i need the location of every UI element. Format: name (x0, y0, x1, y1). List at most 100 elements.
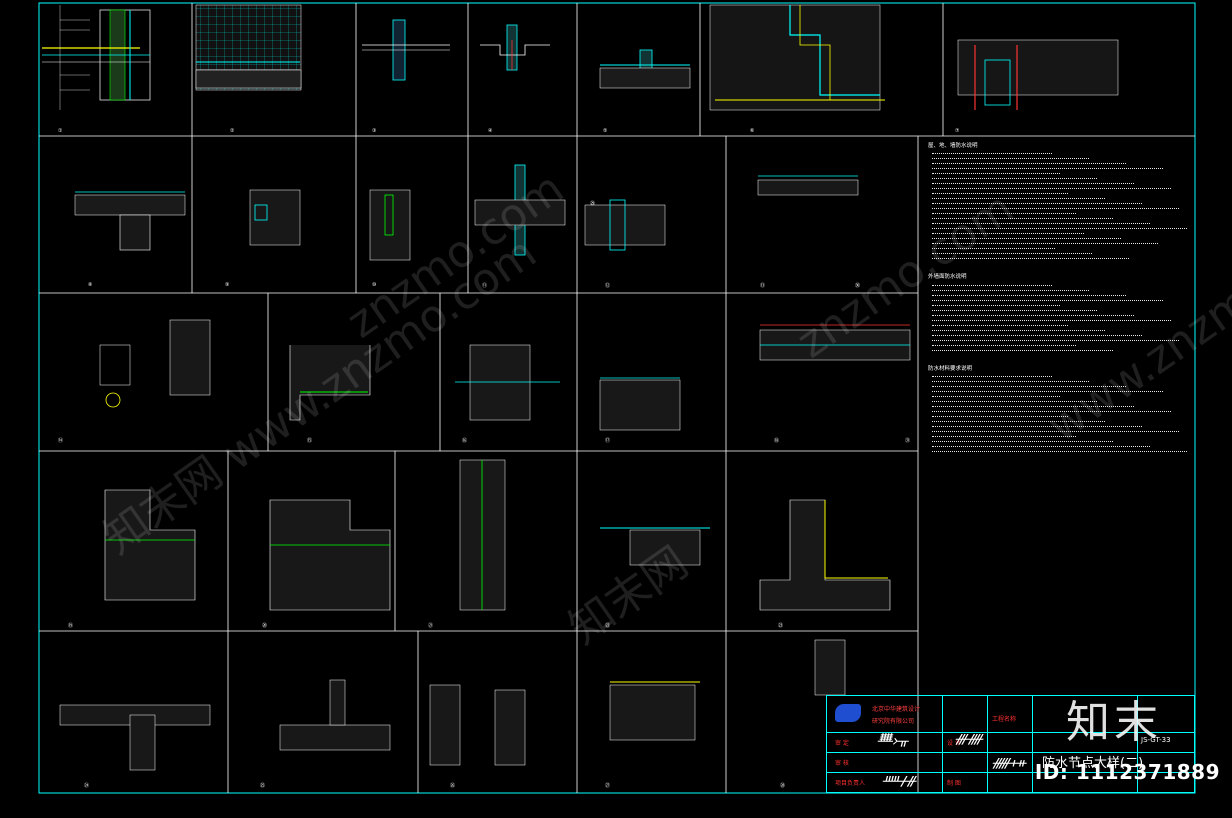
note-line (932, 208, 1179, 210)
detail-19 (104, 489, 196, 601)
detail-caption: ⑨ (225, 282, 230, 288)
detail-caption: ⑱ (774, 438, 780, 444)
design-label: 设 计 (947, 740, 961, 747)
note-line (932, 416, 1068, 418)
detail-caption: ㉛ (905, 438, 911, 444)
notes-heading-3: 防水材料要求说明 (928, 365, 973, 372)
review-label: 审 定 (835, 740, 849, 747)
draw-label: 制 图 (947, 780, 961, 787)
note-line (932, 173, 1060, 175)
detail-12 (584, 199, 666, 251)
note-line (932, 334, 1142, 337)
note-line (932, 386, 1126, 388)
note-line (932, 349, 1113, 352)
note-line (932, 441, 1113, 443)
detail-caption: ⑰ (605, 438, 611, 444)
detail-caption: ㉖ (450, 783, 456, 789)
drawing-title: 防水节点大样(二) (1042, 756, 1144, 771)
detail-caption: ㉑ (428, 623, 434, 629)
signature-4: ᚏᚐᚑ (992, 756, 1026, 771)
detail-4 (480, 24, 550, 71)
company-logo (835, 704, 861, 722)
note-line (932, 376, 1052, 378)
note-line (932, 294, 1126, 297)
note-line (932, 178, 1097, 180)
detail-23 (759, 499, 891, 611)
detail-16 (455, 344, 560, 421)
detail-3 (362, 19, 450, 81)
detail-caption: ㉘ (780, 783, 786, 789)
note-line (932, 183, 1134, 185)
note-line (932, 451, 1187, 453)
note-line (932, 426, 1142, 428)
note-line (932, 218, 1113, 220)
detail-caption: ⑳ (262, 623, 268, 629)
note-line (932, 436, 1076, 438)
detail-17 (599, 377, 681, 431)
detail-caption: ⑩ (372, 282, 377, 288)
detail-caption: ⑬ (760, 283, 766, 289)
note-line (932, 411, 1171, 413)
note-line (932, 153, 1052, 155)
detail-26 (429, 684, 526, 766)
note-line (932, 381, 1089, 383)
detail-caption: ㉒ (605, 623, 611, 629)
detail-caption: ㉕ (260, 783, 266, 789)
detail-caption: ㉔ (84, 783, 90, 789)
note-line (932, 344, 1076, 347)
detail-10 (369, 189, 411, 261)
note-line (932, 228, 1187, 230)
detail-8 (74, 191, 186, 251)
note-line (932, 223, 1150, 225)
note-line (932, 421, 1105, 423)
detail-caption: ⑧ (88, 282, 93, 288)
signature-3: ᚍᚎ (955, 732, 983, 747)
detail-caption: ㉙ (590, 201, 596, 207)
drawing-number: JS-GT-33 (1141, 736, 1171, 744)
note-line (932, 163, 1126, 165)
note-line (932, 238, 1121, 240)
note-line (932, 309, 1097, 312)
notes-heading-1: 屋、地、墙防水说明 (928, 143, 978, 149)
drawing-frame (38, 2, 1196, 794)
note-line (932, 284, 1052, 287)
detail-caption: ⑦ (955, 128, 960, 134)
detail-caption: ⑭ (58, 438, 64, 444)
detail-caption: ⑯ (462, 438, 468, 444)
detail-caption: ㉗ (605, 783, 611, 789)
note-line (932, 243, 1158, 245)
detail-28 (814, 639, 846, 696)
note-line (932, 299, 1163, 302)
detail-1 (42, 5, 151, 110)
brand-id-text: ID: 1112371889 (1034, 760, 1220, 784)
detail-20 (269, 499, 391, 611)
note-line (932, 339, 1179, 342)
check-label: 审 核 (835, 760, 849, 767)
company-name-2: 研究院有限公司 (872, 718, 915, 725)
note-line (932, 158, 1089, 160)
company-name-1: 北京中华建筑设计 (872, 706, 921, 713)
note-line (932, 396, 1060, 398)
detail-caption: ⑥ (750, 128, 755, 134)
note-line (932, 168, 1163, 170)
detail-caption: ⑮ (307, 438, 313, 444)
project-label: 工程名称 (992, 716, 1017, 723)
brand-logo-text: 知末 (1066, 697, 1162, 748)
detail-15 (289, 345, 371, 421)
signature-1: ᚙ᚛ᚂ (877, 734, 908, 749)
detail-6 (709, 4, 885, 111)
note-line (932, 391, 1163, 393)
note-line (932, 406, 1134, 408)
detail-11 (474, 164, 566, 256)
note-line (932, 213, 1076, 215)
detail-25 (279, 679, 391, 751)
detail-caption: ④ (488, 128, 493, 134)
note-line (932, 193, 1068, 195)
note-line (932, 304, 1060, 307)
detail-14 (99, 319, 211, 408)
note-line (932, 431, 1179, 433)
signature-2: ᚊᚋᚌ (882, 774, 916, 789)
detail-caption: ⑫ (605, 283, 611, 289)
detail-22 (600, 527, 710, 566)
